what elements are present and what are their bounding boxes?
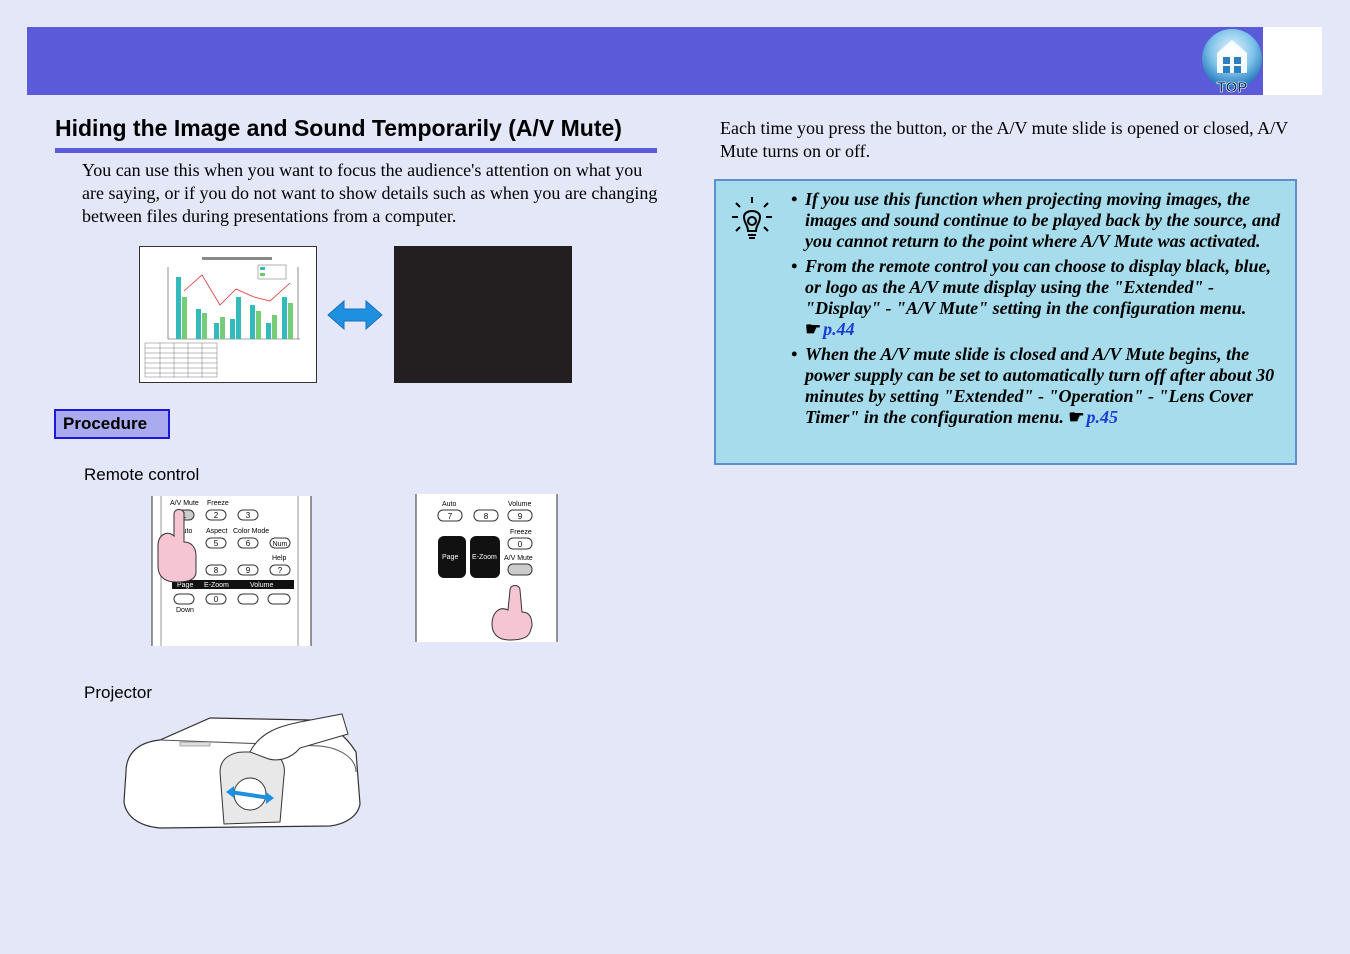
intro-text: You can use this when you want to focus … (82, 160, 658, 226)
double-arrow-icon (326, 298, 384, 337)
pointing-hand-icon: ☛ (1068, 407, 1085, 427)
svg-text:Page: Page (442, 554, 458, 561)
svg-text:7: 7 (448, 512, 453, 521)
svg-text:0: 0 (214, 595, 219, 604)
svg-text:Num: Num (273, 541, 288, 548)
title-rule (55, 148, 657, 153)
svg-text:3: 3 (246, 511, 251, 520)
svg-text:TOP: TOP (1217, 79, 1248, 95)
top-house-icon: TOP (1202, 29, 1262, 95)
svg-text:Aspect: Aspect (206, 528, 227, 535)
top-button[interactable]: TOP (1201, 29, 1263, 95)
svg-text:9: 9 (246, 566, 251, 575)
svg-text:A/V Mute: A/V Mute (504, 555, 533, 562)
remote-control-illustration: A/V Mute Freeze Color Mode Aspect Auto H… (150, 496, 314, 651)
remote-control-label: Remote control (84, 465, 200, 484)
svg-text:0: 0 (518, 540, 523, 549)
svg-text:Auto: Auto (178, 528, 193, 535)
right-intro-text: Each time you press the button, or the A… (720, 118, 1288, 161)
page-reference-link[interactable]: ☛p.45 (1068, 407, 1119, 427)
note-item: • When the A/V mute slide is closed and … (789, 344, 1289, 428)
svg-text:Volume: Volume (250, 582, 273, 589)
remote-control-illustration-alt: Auto Volume Freeze 7 8 9 0 Page E-Zoom A… (414, 494, 560, 649)
projected-graph-image (139, 246, 317, 383)
header-corner (1263, 27, 1322, 95)
svg-text:E-Zoom: E-Zoom (204, 582, 229, 589)
svg-text:Down: Down (176, 607, 194, 614)
svg-text:8: 8 (484, 512, 489, 521)
svg-text:?: ? (278, 566, 283, 575)
muted-black-screen (394, 246, 572, 383)
svg-text:E-Zoom: E-Zoom (472, 554, 497, 561)
svg-text:Volume: Volume (508, 501, 531, 508)
bullet: • (791, 256, 798, 276)
svg-text:Freeze: Freeze (207, 500, 229, 507)
note-box: • If you use this function when projecti… (714, 179, 1297, 465)
note-list: • If you use this function when projecti… (789, 189, 1289, 432)
svg-text:Help: Help (272, 555, 287, 562)
procedure-tag: Procedure (54, 409, 170, 439)
svg-text:Page: Page (177, 582, 193, 589)
svg-text:5: 5 (214, 539, 219, 548)
note-text: From the remote control you can choose t… (805, 256, 1271, 318)
svg-text:2: 2 (214, 511, 219, 520)
svg-text:6: 6 (246, 539, 251, 548)
note-item: • From the remote control you can choose… (789, 256, 1289, 340)
header-bar (27, 27, 1263, 95)
section-title: Hiding the Image and Sound Temporarily (… (55, 115, 622, 141)
note-text: If you use this function when projecting… (805, 189, 1281, 251)
svg-text:A/V Mute: A/V Mute (170, 500, 199, 507)
note-item: • If you use this function when projecti… (789, 189, 1289, 252)
svg-text:Freeze: Freeze (510, 529, 532, 536)
projector-label: Projector (84, 683, 153, 702)
note-text: When the A/V mute slide is closed and A/… (805, 344, 1275, 427)
page-reference-link[interactable]: ☛p.44 (805, 319, 855, 339)
svg-text:8: 8 (214, 566, 219, 575)
svg-text:Color Mode: Color Mode (233, 528, 269, 535)
bullet: • (791, 189, 798, 209)
svg-text:9: 9 (518, 512, 523, 521)
bullet: • (791, 344, 798, 364)
svg-text:Auto: Auto (442, 501, 457, 508)
lightbulb-tip-icon (730, 195, 776, 246)
projector-illustration (120, 712, 362, 843)
pointing-hand-icon: ☛ (805, 319, 822, 339)
